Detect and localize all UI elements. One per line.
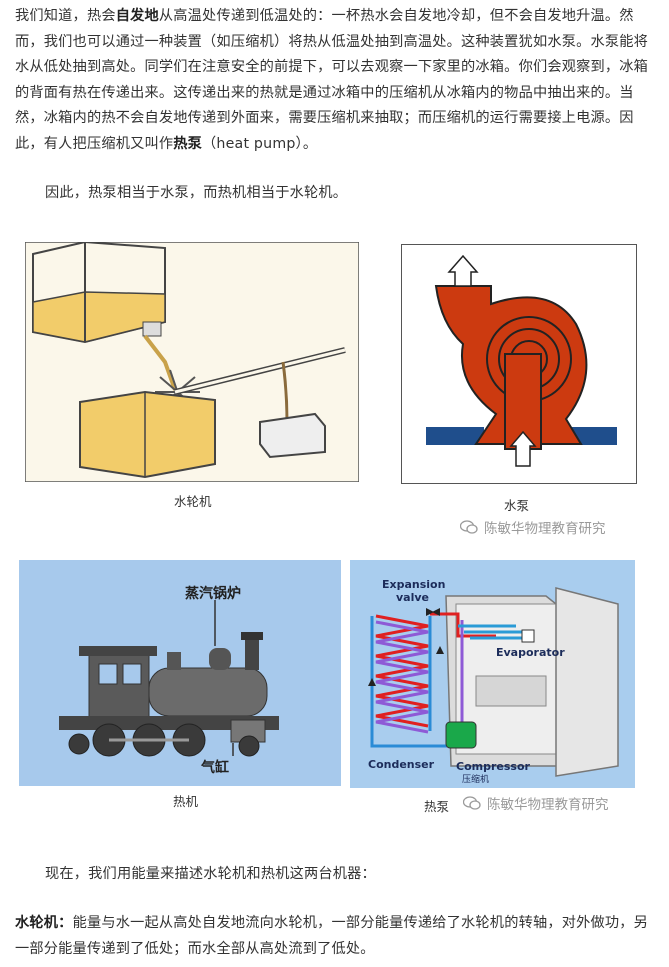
watermark-2: 陈敏华物理教育研究 — [463, 793, 609, 813]
fridge-illustration: Expansion valve Evaporator Condenser Com… — [346, 556, 639, 792]
heatpump-figure: Expansion valve Evaporator Condenser Com… — [346, 556, 639, 792]
waterwheel-energy-paragraph: 水轮机：能量与水一起从高处自发地流向水轮机，一部分能量传递给了水轮机的转轴，对外… — [15, 911, 655, 962]
describe-paragraph: 现在，我们用能量来描述水轮机和热机这两台机器： — [45, 866, 376, 882]
intro-bold-heatpump: 热泵 — [173, 135, 203, 152]
heatpump-caption: 热泵 — [424, 799, 450, 814]
intro-paragraph: 我们知道，热会自发地从高温处传递到低温处的：一杯热水会自发地冷却，但不会自发地升… — [15, 4, 655, 158]
intro-text-a: 我们知道，热会 — [15, 8, 116, 24]
locomotive-illustration: 蒸汽锅炉 气缸 — [19, 560, 341, 786]
cylinder-label: 气缸 — [200, 759, 229, 776]
waterpump-caption: 水泵 — [504, 498, 530, 513]
waterwheel-illustration — [24, 240, 360, 483]
intro-text-c: 从高温处传递到低温处的：一杯热水会自发地冷却，但不会自发地升温。然而，我们也可以… — [15, 8, 649, 152]
watermark-text-2: 陈敏华物理教育研究 — [487, 797, 609, 813]
expansion-label: Expansion — [382, 578, 445, 591]
waterwheel-caption: 水轮机 — [174, 494, 212, 509]
analogy-paragraph: 因此，热泵相当于水泵，而热机相当于水轮机。 — [45, 185, 348, 201]
wechat-icon — [460, 520, 478, 534]
watermark-text-1: 陈敏华物理教育研究 — [484, 521, 606, 537]
waterwheel-figure — [24, 240, 360, 483]
watermark-1: 陈敏华物理教育研究 — [460, 517, 606, 537]
intro-text-e: （heat pump）。 — [202, 135, 318, 152]
condenser-label: Condenser — [368, 758, 435, 771]
compressor-label: Compressor — [456, 760, 531, 773]
waterwheel-energy-text: 能量与水一起从高处自发地流向水轮机，一部分能量传递给了水轮机的转轴，对外做功，另… — [15, 915, 649, 957]
intro-bold-spontaneous: 自发地 — [115, 8, 159, 24]
valve-label: valve — [396, 591, 429, 604]
waterpump-figure — [401, 244, 637, 484]
evaporator-label: Evaporator — [496, 646, 565, 659]
boiler-label: 蒸汽锅炉 — [185, 585, 241, 602]
waterpump-illustration — [401, 244, 637, 484]
heatengine-caption: 热机 — [173, 794, 199, 809]
waterwheel-label: 水轮机： — [15, 915, 73, 931]
compressor-cn-label: 压缩机 — [462, 773, 489, 785]
wechat-icon — [463, 796, 481, 810]
heatengine-figure: 蒸汽锅炉 气缸 — [19, 560, 341, 786]
